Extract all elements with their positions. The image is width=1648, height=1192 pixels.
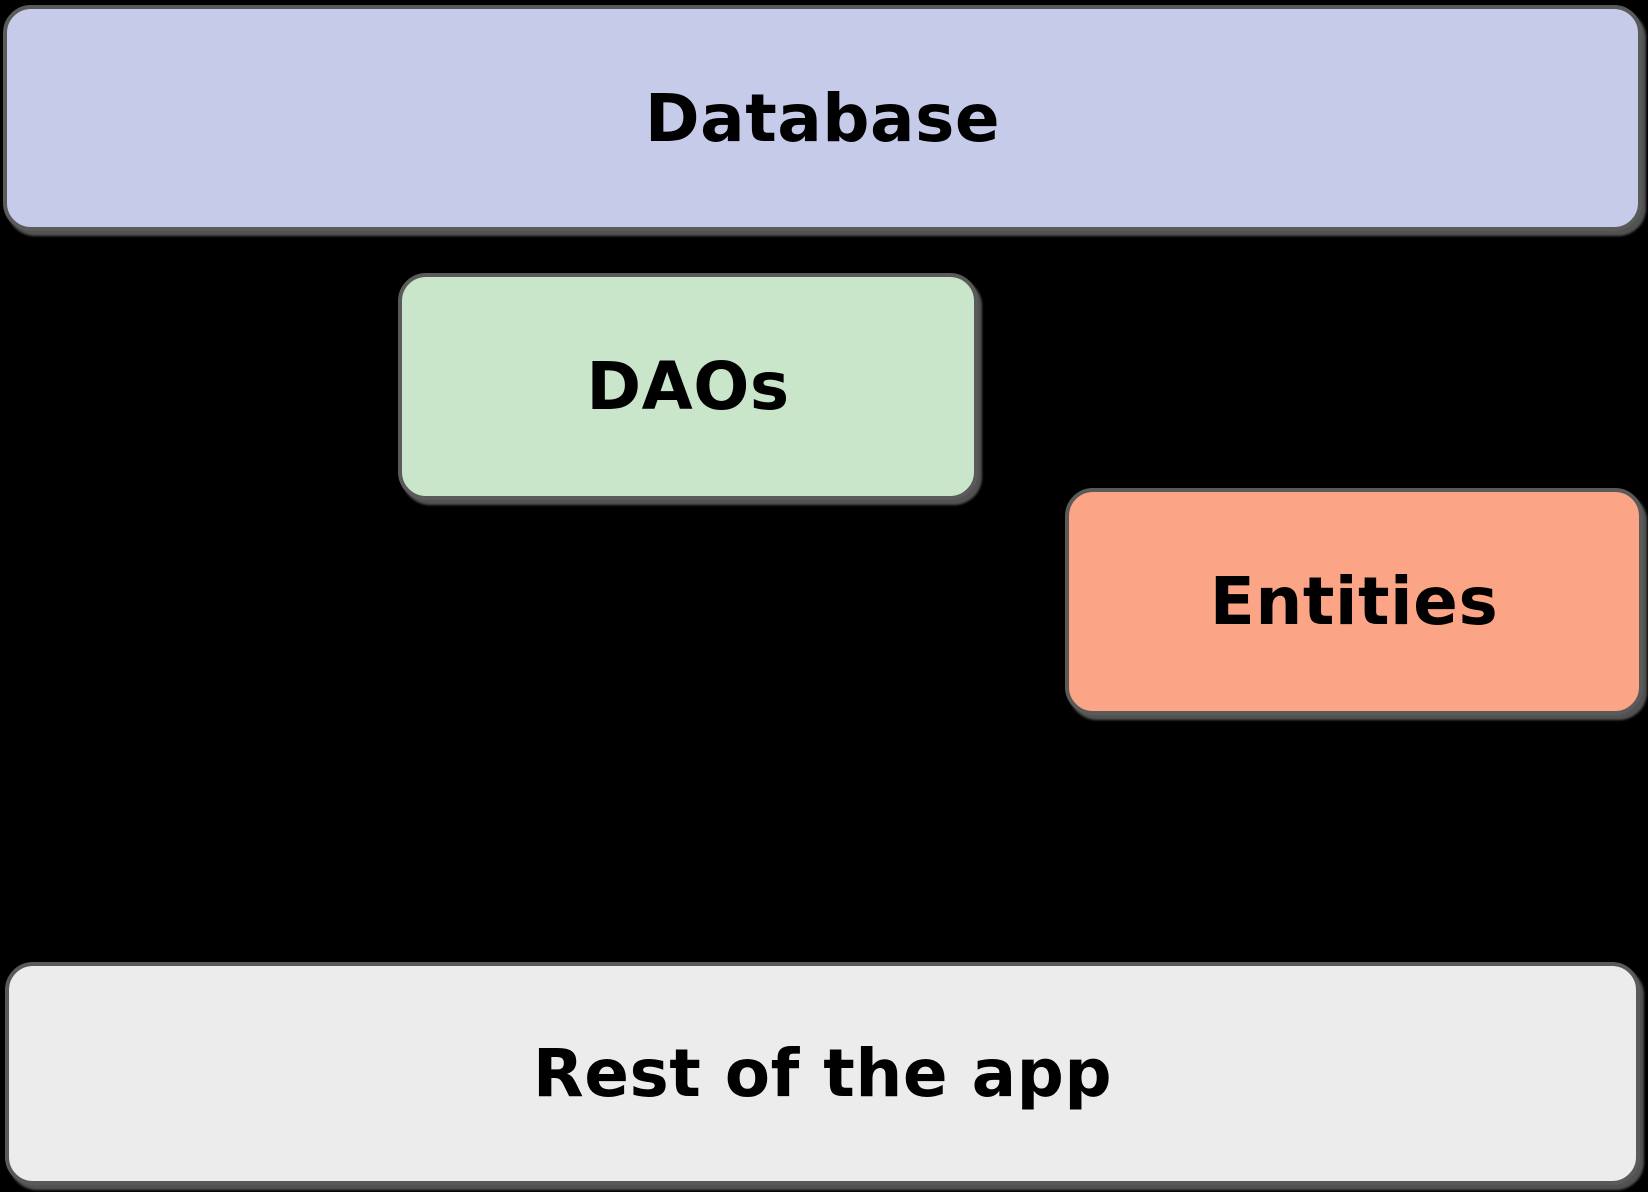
database-box: Database [3, 5, 1642, 231]
entities-box: Entities [1065, 488, 1643, 715]
database-label: Database [644, 79, 1001, 157]
daos-box: DAOs [398, 273, 978, 500]
daos-label: DAOs [586, 348, 790, 425]
rest-of-the-app-label: Rest of the app [532, 1035, 1113, 1112]
entities-label: Entities [1209, 563, 1499, 640]
rest-of-the-app-box: Rest of the app [5, 962, 1640, 1185]
